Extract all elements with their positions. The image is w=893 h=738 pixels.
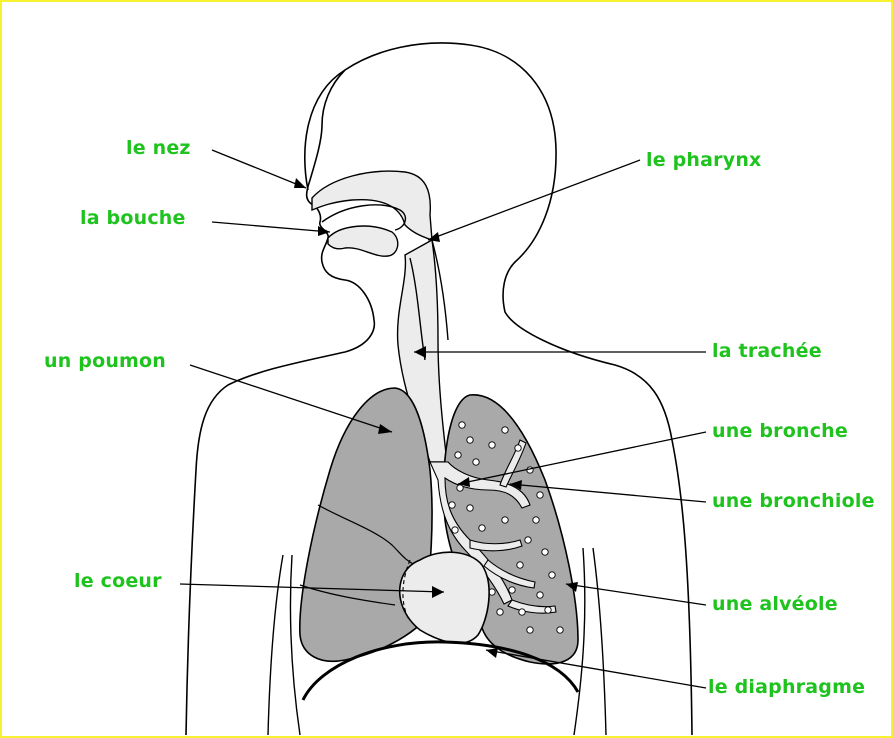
alveolus [537, 492, 543, 498]
alveolus [473, 459, 479, 465]
alveolus [502, 517, 508, 523]
alveolus [452, 527, 458, 533]
label-bronchiole: une bronchiole [712, 490, 875, 512]
label-diaphragme: le diaphragme [708, 676, 865, 698]
arrow-diaphragme [486, 648, 498, 658]
torso-left [290, 555, 300, 735]
alveolus [519, 609, 525, 615]
alveolus [455, 452, 461, 458]
alveolus [489, 442, 495, 448]
alveolus [467, 505, 473, 511]
alveolus [467, 437, 473, 443]
alveolus [509, 587, 515, 593]
alveolus [545, 607, 551, 613]
label-trachee: la trachée [712, 340, 822, 362]
alveolus [533, 517, 539, 523]
alveolus [449, 502, 455, 508]
alveolus [549, 572, 555, 578]
alveolus [527, 627, 533, 633]
alveolus [497, 609, 503, 615]
pointer-diaphragme [486, 650, 706, 688]
alveolus [515, 445, 521, 451]
label-pharynx: le pharynx [646, 149, 762, 171]
mouth-cavity [328, 226, 398, 256]
pointer-poumon [190, 365, 392, 432]
label-bronche: une bronche [712, 420, 848, 442]
alveolus [479, 525, 485, 531]
label-alveole: une alvéole [712, 593, 838, 615]
pointer-nez [212, 150, 306, 188]
label-poumon: un poumon [44, 350, 166, 372]
pointer-alveole [566, 584, 706, 605]
arrow-nez [294, 178, 306, 188]
pointer-pharynx [428, 160, 640, 240]
alveolus [542, 549, 548, 555]
label-coeur: le coeur [74, 570, 162, 592]
label-bouche: la bouche [80, 207, 186, 229]
alveolus [457, 485, 463, 491]
alveolus [557, 627, 563, 633]
alveolus [525, 537, 531, 543]
alveolus [502, 427, 508, 433]
right-arm-inner [593, 548, 606, 735]
label-nez: le nez [126, 137, 191, 159]
alveolus [459, 422, 465, 428]
left-arm-inner [268, 555, 283, 735]
pointer-bouche [212, 222, 330, 232]
alveolus [537, 592, 543, 598]
alveolus [517, 562, 523, 568]
